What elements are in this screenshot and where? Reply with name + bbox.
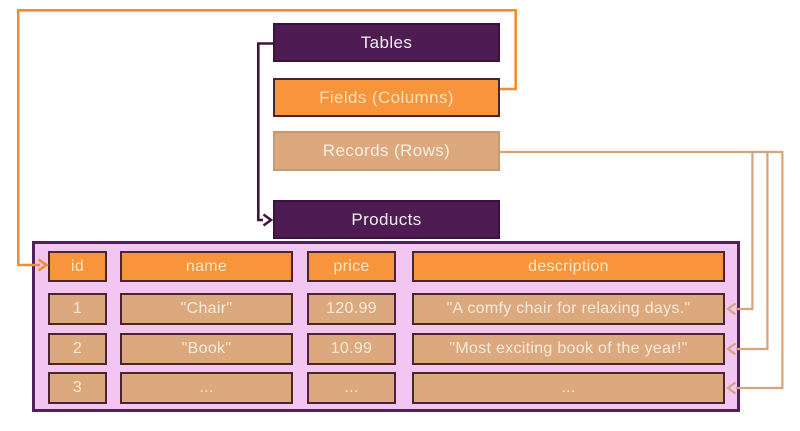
arrow-tables-to-products [257,42,274,227]
row2-cell-name: "Book" [120,333,293,365]
fields-box: Fields (Columns) [273,78,500,117]
row1-cell-price: 120.99 [307,293,396,325]
tables-box: Tables [273,23,500,62]
fields-box-label: Fields (Columns) [319,87,454,107]
header-cell-id: id [48,251,107,282]
row3-cell-description: ... [412,372,725,404]
row3-cell-name: ... [120,372,293,404]
row3-cell-price: ... [307,372,396,404]
records-box: Records (Rows) [273,131,500,171]
row1-cell-name: "Chair" [120,293,293,325]
header-cell-name: name [120,251,293,282]
products-box-label: Products [351,209,422,229]
arrowhead-right-icon [262,213,274,227]
tables-box-label: Tables [360,32,413,52]
records-box-label: Records (Rows) [322,141,451,160]
row2-cell-price: 10.99 [307,333,396,365]
row2-cell-description: "Most exciting book of the year!" [412,333,725,365]
row3-cell-id: 3 [48,372,107,404]
header-cell-description: description [412,251,725,282]
row2-cell-id: 2 [48,333,107,365]
row1-cell-description: "A comfy chair for relaxing days." [412,293,725,325]
header-cell-price: price [307,251,396,282]
row1-cell-id: 1 [48,293,107,325]
products-box: Products [273,200,500,239]
